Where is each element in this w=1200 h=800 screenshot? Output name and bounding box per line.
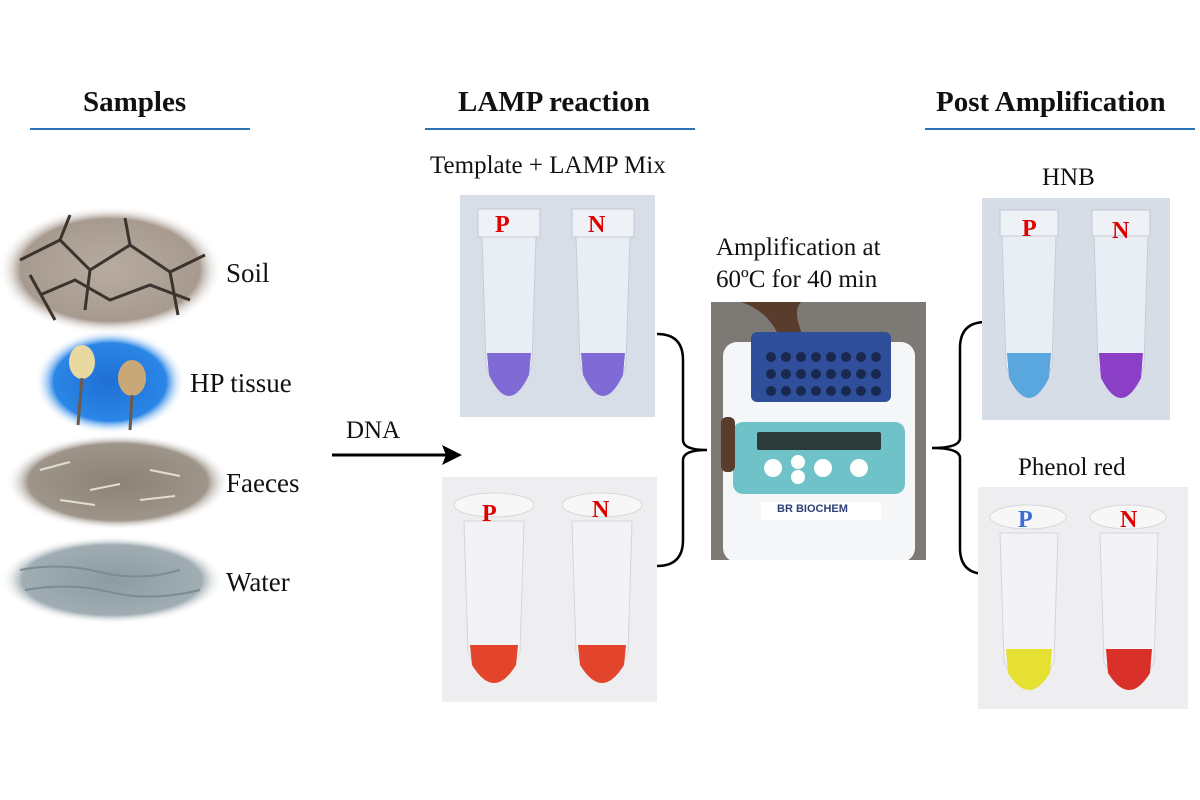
heading-samples: Samples	[83, 86, 187, 118]
hnb-p-label: P	[1022, 216, 1037, 242]
sample-label-water: Water	[226, 567, 290, 597]
sample-label-faeces: Faeces	[226, 468, 300, 498]
phenol-red-tubes-photo: P N	[978, 487, 1188, 709]
sample-label-soil: Soil	[226, 258, 270, 288]
dna-arrow-label: DNA	[346, 417, 401, 444]
tube-negative	[1089, 504, 1167, 690]
incubator-caption-line1: Amplification at	[716, 234, 881, 261]
heading-post-amplification: Post Amplification	[936, 86, 1166, 118]
tube-positive	[477, 208, 541, 396]
incubator-brand: BR BIOCHEM	[777, 503, 848, 515]
lamp-mix-label: Template + LAMP Mix	[430, 152, 666, 179]
tube-negative	[561, 492, 643, 683]
lamp-violet-p-label: P	[495, 212, 510, 238]
hnb-label: HNB	[1042, 164, 1095, 191]
water-image	[0, 536, 224, 624]
lamp-bracket	[656, 332, 708, 568]
incubator-caption-line2: 60ºC for 40 min	[716, 266, 878, 293]
heading-post-underline	[925, 128, 1195, 130]
heading-lamp-reaction: LAMP reaction	[458, 86, 650, 118]
tube-negative	[1091, 209, 1151, 398]
lamp-violet-n-label: N	[588, 212, 606, 238]
faeces-image	[6, 434, 230, 530]
hnb-tubes-photo: P N	[982, 198, 1170, 420]
phenol-red-label: Phenol red	[1018, 454, 1126, 481]
post-bracket	[931, 320, 987, 576]
lamp-tubes-red-photo: P N	[442, 477, 657, 702]
phenol-n-label: N	[1120, 507, 1138, 533]
soil-image	[0, 206, 222, 334]
hp-tissue-image	[35, 330, 185, 434]
tube-positive	[989, 504, 1067, 690]
heading-lamp-underline	[425, 128, 695, 130]
lamp-tubes-violet-photo: P N	[460, 195, 655, 417]
samples-illustration	[0, 206, 230, 624]
tube-positive	[999, 209, 1059, 398]
heading-samples-underline	[30, 128, 250, 130]
lamp-red-p-label: P	[482, 501, 497, 527]
sample-label-hp-tissue: HP tissue	[190, 368, 292, 398]
hnb-n-label: N	[1112, 218, 1130, 244]
tube-negative	[571, 208, 635, 396]
incubator-photo: BR BIOCHEM	[711, 302, 926, 560]
phenol-p-label: P	[1018, 507, 1033, 533]
lamp-red-n-label: N	[592, 497, 610, 523]
tube-positive	[453, 492, 535, 683]
dna-arrow	[332, 445, 462, 465]
